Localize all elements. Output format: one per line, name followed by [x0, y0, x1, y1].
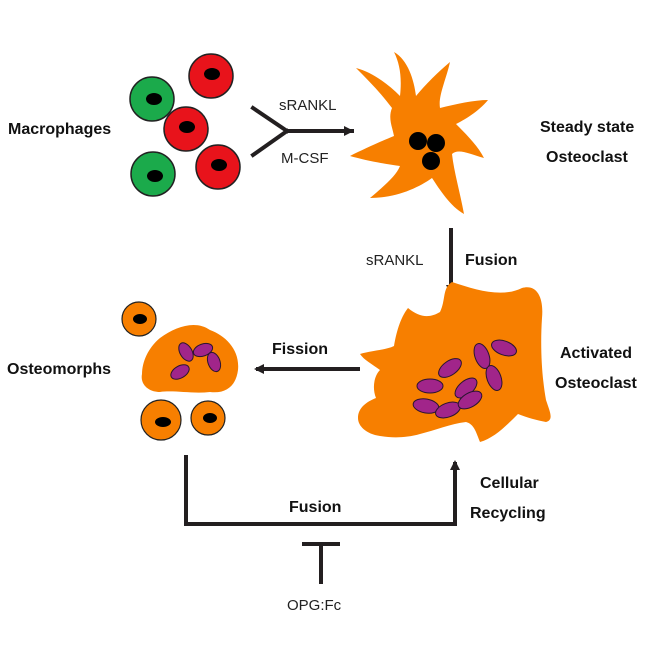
- osteomorph-small-2: [140, 399, 182, 441]
- macrophage-red-1: [188, 53, 234, 99]
- label-recycling-line1: Cellular: [480, 475, 539, 492]
- macrophage-red-2: [163, 106, 209, 152]
- macrophage-red-3: [195, 144, 241, 190]
- steady-state-osteoclast: [350, 52, 488, 214]
- osteomorph-cluster: [121, 301, 239, 441]
- macrophage-cluster: [129, 53, 241, 197]
- activated-nucleus: [491, 339, 517, 357]
- merge-arrow: [250, 105, 354, 158]
- activated-osteoclast: [358, 282, 551, 442]
- steady-nucleus-1: [409, 132, 427, 150]
- macrophage-green-1: [129, 76, 175, 122]
- label-fission: Fission: [272, 341, 328, 358]
- label-steady-line1: Steady state: [540, 119, 634, 136]
- activated-nucleus: [438, 358, 462, 378]
- activated-nucleus: [485, 365, 503, 391]
- steady-nucleus-3: [422, 152, 440, 170]
- osteomorph-multinuclear: [141, 324, 239, 393]
- label-mcsf: M-CSF: [281, 150, 329, 167]
- steady-nucleus-2: [427, 134, 445, 152]
- label-srankl-mid: sRANKL: [366, 252, 424, 269]
- activated-nucleus: [416, 378, 444, 394]
- activated-nucleus: [457, 390, 483, 410]
- osteomorph-small-1: [121, 301, 157, 337]
- label-activated-line2: Osteoclast: [555, 375, 637, 392]
- label-steady-line2: Osteoclast: [546, 149, 628, 166]
- label-srankl-top: sRANKL: [279, 97, 337, 114]
- macrophage-green-2: [130, 151, 176, 197]
- label-opg-fc: OPG:Fc: [287, 597, 342, 614]
- label-osteomorphs: Osteomorphs: [7, 361, 111, 378]
- label-macrophages: Macrophages: [8, 121, 111, 138]
- inhibitor-symbol: [302, 542, 340, 584]
- label-recycling-line2: Recycling: [470, 505, 546, 522]
- osteomorph-small-3: [190, 400, 226, 436]
- activated-nucleus: [473, 343, 491, 369]
- label-fusion-mid: Fusion: [465, 252, 517, 269]
- recycling-loop-arrow: [184, 455, 460, 526]
- label-fusion-bottom: Fusion: [289, 499, 341, 516]
- label-activated-line1: Activated: [560, 345, 632, 362]
